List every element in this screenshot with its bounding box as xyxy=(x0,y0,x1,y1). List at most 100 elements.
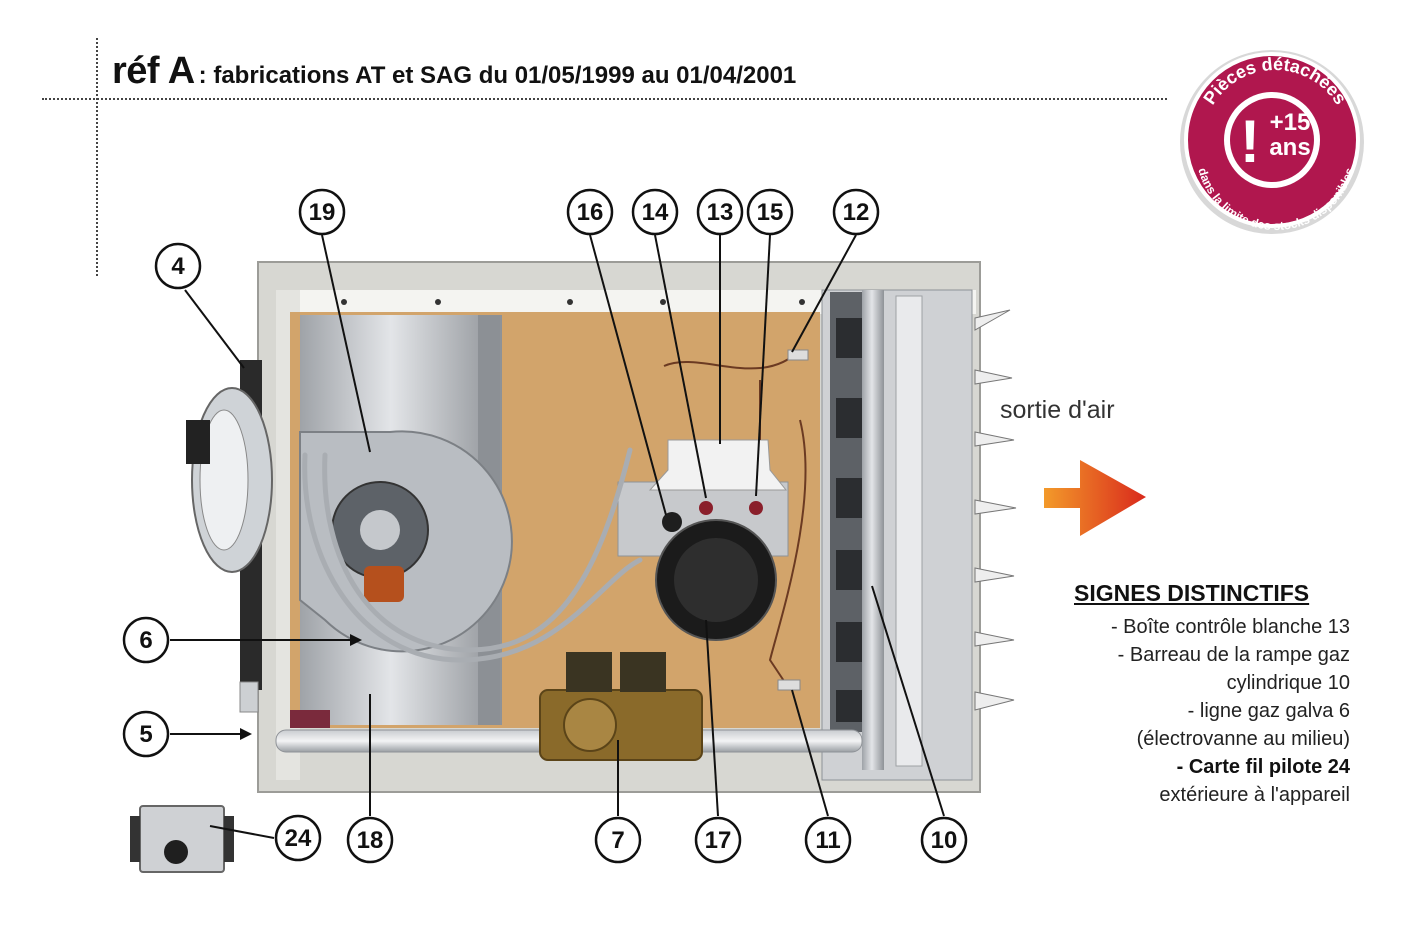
title-underline-divider xyxy=(42,98,1167,100)
sign-line: cylindrique 10 xyxy=(1226,672,1350,694)
callout-circle xyxy=(122,710,170,758)
sign-line: extérieure à l'appareil xyxy=(1159,784,1350,806)
callout-circle xyxy=(832,188,880,236)
solenoid-coil-right xyxy=(620,652,666,692)
callout-circle xyxy=(631,188,679,236)
callout-19: 19 xyxy=(298,188,346,236)
distinctive-signs-panel: SIGNES DISTINCTIFS - Boîte contrôle blan… xyxy=(1040,580,1350,809)
callout-number: 15 xyxy=(757,199,784,226)
gas-ramp-bar xyxy=(862,290,884,770)
callout-number: 16 xyxy=(577,199,604,226)
callout-number: 12 xyxy=(843,199,870,226)
callout-number: 13 xyxy=(707,199,734,226)
callout-circle xyxy=(594,816,642,864)
callout-16: 16 xyxy=(566,188,614,236)
badge-years-number: +15 xyxy=(1270,109,1311,136)
control-unit xyxy=(617,439,789,641)
callout-circle xyxy=(346,816,394,864)
blower-hub xyxy=(360,510,400,550)
callout-18: 18 xyxy=(346,816,394,864)
sign-line: - Carte fil pilote 24 xyxy=(1176,756,1350,778)
callout-number: 6 xyxy=(139,627,152,654)
exclamation-icon: ! xyxy=(1240,108,1260,175)
air-outlet-label: sortie d'air xyxy=(1000,396,1115,424)
sign-line: - Barreau de la rampe gaz xyxy=(1117,644,1350,666)
callout-circle xyxy=(274,814,322,862)
gas-line xyxy=(275,652,863,761)
callout-circle xyxy=(696,188,744,236)
sensor-wire xyxy=(663,349,801,370)
page-title: réf A: fabrications AT et SAG du 01/05/1… xyxy=(112,50,796,93)
chamber-base-detail xyxy=(290,710,330,728)
callout-number: 10 xyxy=(931,827,958,854)
fan-motor xyxy=(186,360,273,713)
callout-4: 4 xyxy=(154,242,202,290)
control-indicator-a xyxy=(699,501,713,515)
callout-circle xyxy=(746,188,794,236)
distinctive-signs-heading: SIGNES DISTINCTIFS xyxy=(1074,580,1310,606)
callout-number: 18 xyxy=(357,827,384,854)
callout-number: 17 xyxy=(705,827,732,854)
wiring-harness xyxy=(302,447,643,663)
callout-13: 13 xyxy=(696,188,744,236)
exchanger-plate xyxy=(895,295,923,767)
reference-label: réf A xyxy=(112,50,195,92)
thermocouple-clip xyxy=(777,679,801,691)
blower-coil xyxy=(364,566,404,602)
callout-11: 11 xyxy=(804,816,852,864)
spare-parts-badge: Pièces détachées dans la limite des stoc… xyxy=(1180,50,1364,234)
vertical-divider xyxy=(96,38,98,276)
callout-markers: 19 16 14 13 15 12 4 6 5 24 18 7 17 11 10 xyxy=(122,188,968,864)
badge-inner-circle xyxy=(1230,98,1314,182)
burner-face xyxy=(674,538,758,622)
pilot-card-terminals-right xyxy=(224,816,234,862)
callout-number: 4 xyxy=(171,253,185,280)
fan-motor-face xyxy=(199,409,249,551)
badge-years-unit: ans xyxy=(1269,134,1310,161)
sign-line: - ligne gaz galva 6 xyxy=(1187,700,1350,722)
callout-5: 5 xyxy=(122,710,170,758)
production-period: : fabrications AT et SAG du 01/05/1999 a… xyxy=(198,62,797,89)
callout-circle xyxy=(298,188,346,236)
callout-number: 19 xyxy=(309,199,336,226)
white-control-box xyxy=(648,439,788,491)
callout-12: 12 xyxy=(832,188,880,236)
outlet-louvers xyxy=(974,309,1017,711)
heat-exchanger xyxy=(821,289,1017,781)
callout-circle xyxy=(122,616,170,664)
callout-10: 10 xyxy=(920,816,968,864)
tube-openings xyxy=(836,318,862,722)
callout-6: 6 xyxy=(122,616,170,664)
callout-circle xyxy=(154,242,202,290)
leader-arrowheads xyxy=(240,634,362,740)
control-indicator-b xyxy=(749,501,763,515)
reset-button xyxy=(662,512,682,532)
callout-number: 5 xyxy=(139,721,152,748)
sensor-clip xyxy=(787,349,809,361)
callout-number: 11 xyxy=(815,827,840,854)
callout-circle xyxy=(566,188,614,236)
callout-24: 24 xyxy=(274,814,322,862)
callout-number: 7 xyxy=(611,827,624,854)
pilot-wire-card xyxy=(130,805,234,873)
blower-assembly xyxy=(299,430,513,653)
callout-7: 7 xyxy=(594,816,642,864)
callout-15: 15 xyxy=(746,188,794,236)
fan-lower-foot xyxy=(239,681,259,713)
callout-14: 14 xyxy=(631,188,679,236)
callout-number: 14 xyxy=(642,199,669,226)
callout-circle xyxy=(804,816,852,864)
callout-circle xyxy=(694,816,742,864)
sign-line: (électrovanne au milieu) xyxy=(1136,728,1350,750)
fan-motor-connector xyxy=(186,420,210,464)
solenoid-valve-port xyxy=(563,698,617,752)
callout-number: 24 xyxy=(285,825,312,852)
callout-17: 17 xyxy=(694,816,742,864)
callout-circle xyxy=(920,816,968,864)
leader-lines xyxy=(170,234,945,839)
thermocouple-wire xyxy=(768,419,807,691)
solenoid-coil-left xyxy=(566,652,612,692)
sign-line: - Boîte contrôle blanche 13 xyxy=(1110,616,1350,638)
airflow-arrow-icon xyxy=(1044,460,1146,536)
